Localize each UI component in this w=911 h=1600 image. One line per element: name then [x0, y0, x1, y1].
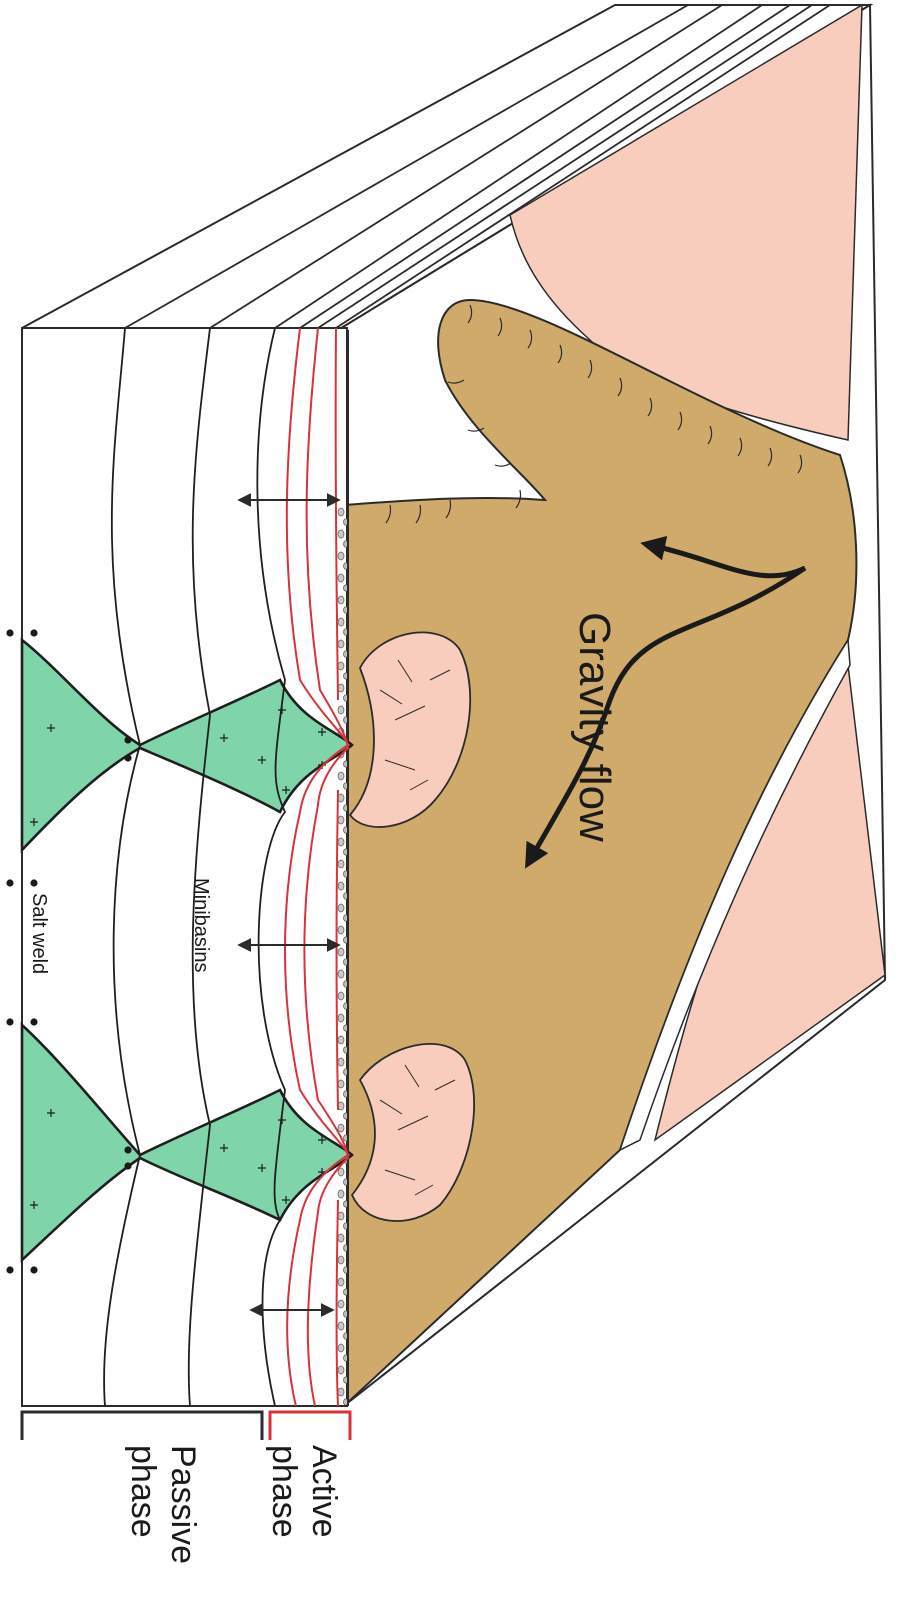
bracket-icon: [270, 1412, 350, 1440]
front-face: Salt weld Minibasins: [6, 328, 352, 1406]
active-phase-label-line1: Active: [305, 1445, 343, 1538]
salt-weld-label: Salt weld: [28, 893, 50, 974]
passive-phase-label-line2: phase: [124, 1445, 162, 1538]
passive-phase-bracket: Passive phase: [22, 1412, 262, 1564]
passive-phase-label-line1: Passive: [164, 1445, 202, 1564]
minibasins-label: Minibasins: [190, 878, 212, 972]
active-phase-bracket: Active phase: [265, 1412, 350, 1538]
bracket-icon: [22, 1412, 262, 1440]
active-phase-label-line2: phase: [265, 1445, 303, 1538]
gravity-flow-label: Gravity flow: [570, 612, 619, 842]
